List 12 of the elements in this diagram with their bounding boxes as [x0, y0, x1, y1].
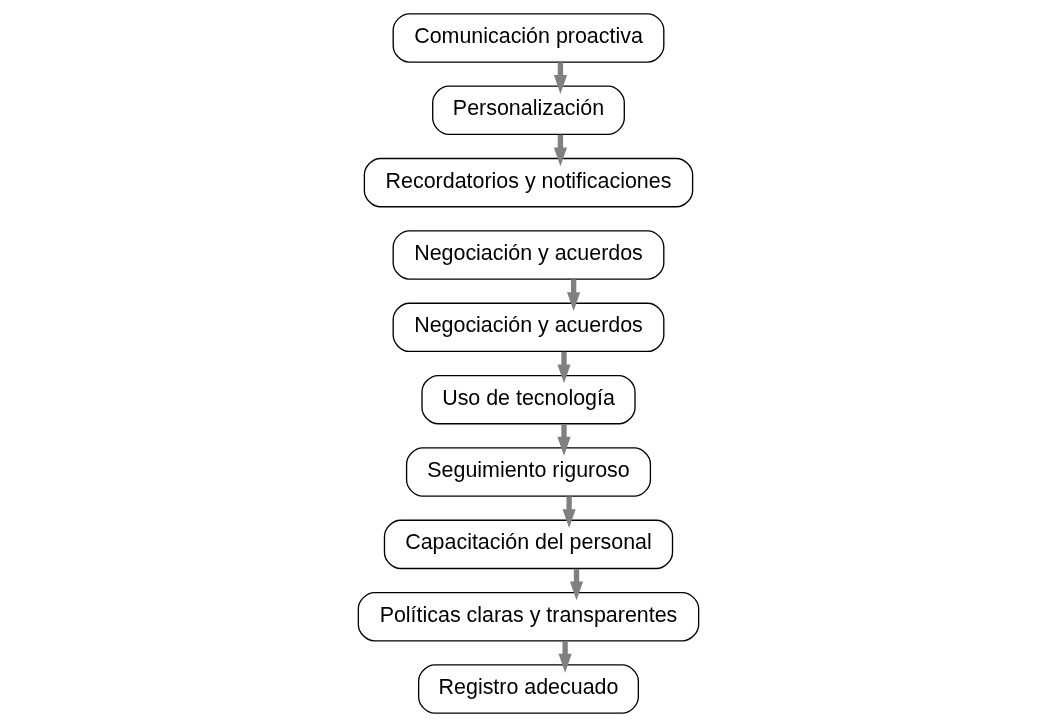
arrow: [556, 424, 571, 456]
node-box: Negociación y acuerdos: [392, 302, 664, 353]
arrow: [558, 641, 572, 673]
node-box: Uso de tecnología: [420, 374, 636, 425]
node-box: Recordatorios y notificaciones: [363, 157, 693, 208]
node-box: Capacitación del personal: [383, 519, 673, 570]
node-box: Negociación y acuerdos: [392, 230, 664, 280]
node-box: Personalización: [431, 85, 625, 136]
node-box: Registro adecuado: [417, 664, 639, 714]
node-box: Políticas claras y transparentes: [357, 591, 699, 642]
node-box: Comunicación proactiva: [392, 13, 664, 63]
node-box: Seguimiento riguroso: [405, 447, 651, 497]
